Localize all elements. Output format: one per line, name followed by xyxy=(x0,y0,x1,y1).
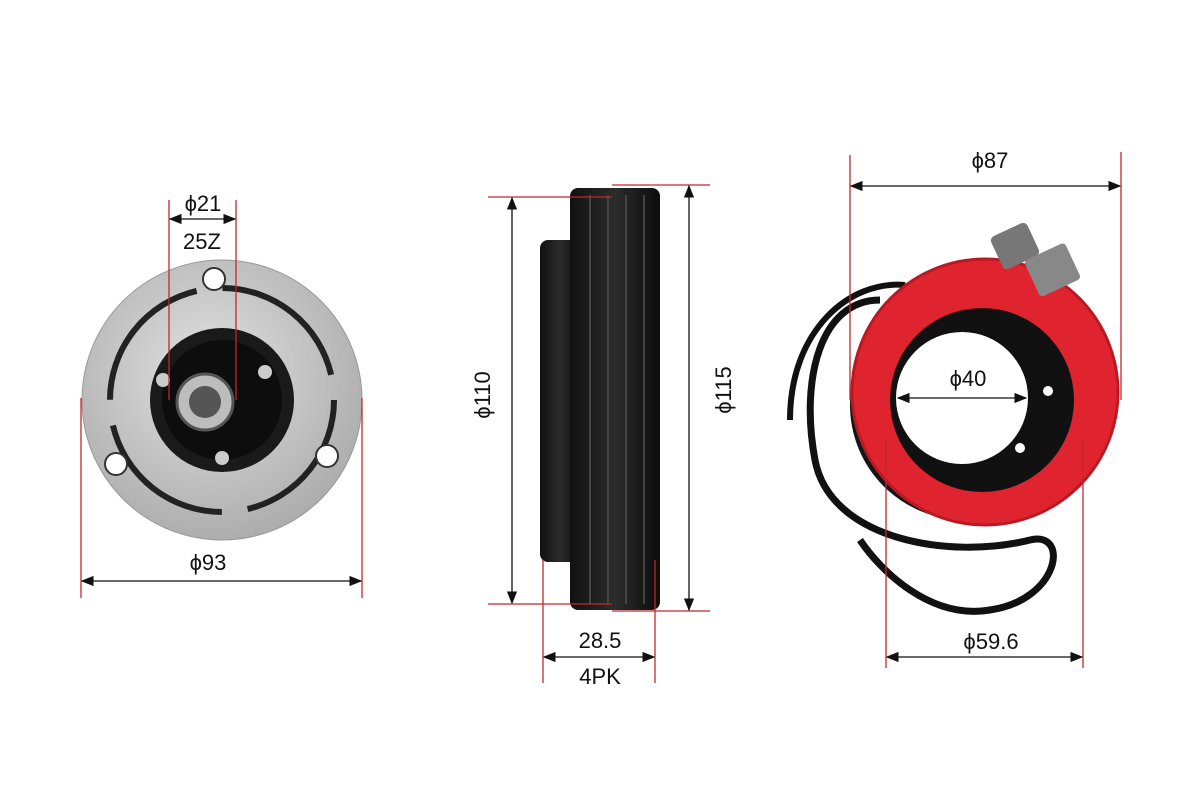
bore-diameter-label: ϕ21 xyxy=(185,191,222,216)
spline-count-label: 25Z xyxy=(183,229,221,254)
plate-diameter-label: ϕ93 xyxy=(190,550,227,575)
coil-outer-diameter-label: ϕ87 xyxy=(972,148,1009,173)
pulley-dimensions: ϕ110 ϕ115 28.5 4PK xyxy=(470,184,736,689)
coil-inner-diameter-label: ϕ40 xyxy=(950,366,987,391)
coil-image xyxy=(787,222,1120,615)
pulley-image xyxy=(540,188,660,610)
coil-dimensions: ϕ87 ϕ40 ϕ59.6 xyxy=(849,148,1122,668)
coil-ring-diameter-label: ϕ59.6 xyxy=(963,629,1018,654)
pulley-width-label: 28.5 xyxy=(579,628,622,653)
clutch-plate-image xyxy=(81,259,363,541)
clutch-plate-dimensions: ϕ21 25Z ϕ93 xyxy=(80,191,363,598)
pulley-inner-diameter-label: ϕ110 xyxy=(470,371,495,418)
belt-type-label: 4PK xyxy=(579,664,621,689)
pulley-outer-diameter-label: ϕ115 xyxy=(711,366,736,413)
